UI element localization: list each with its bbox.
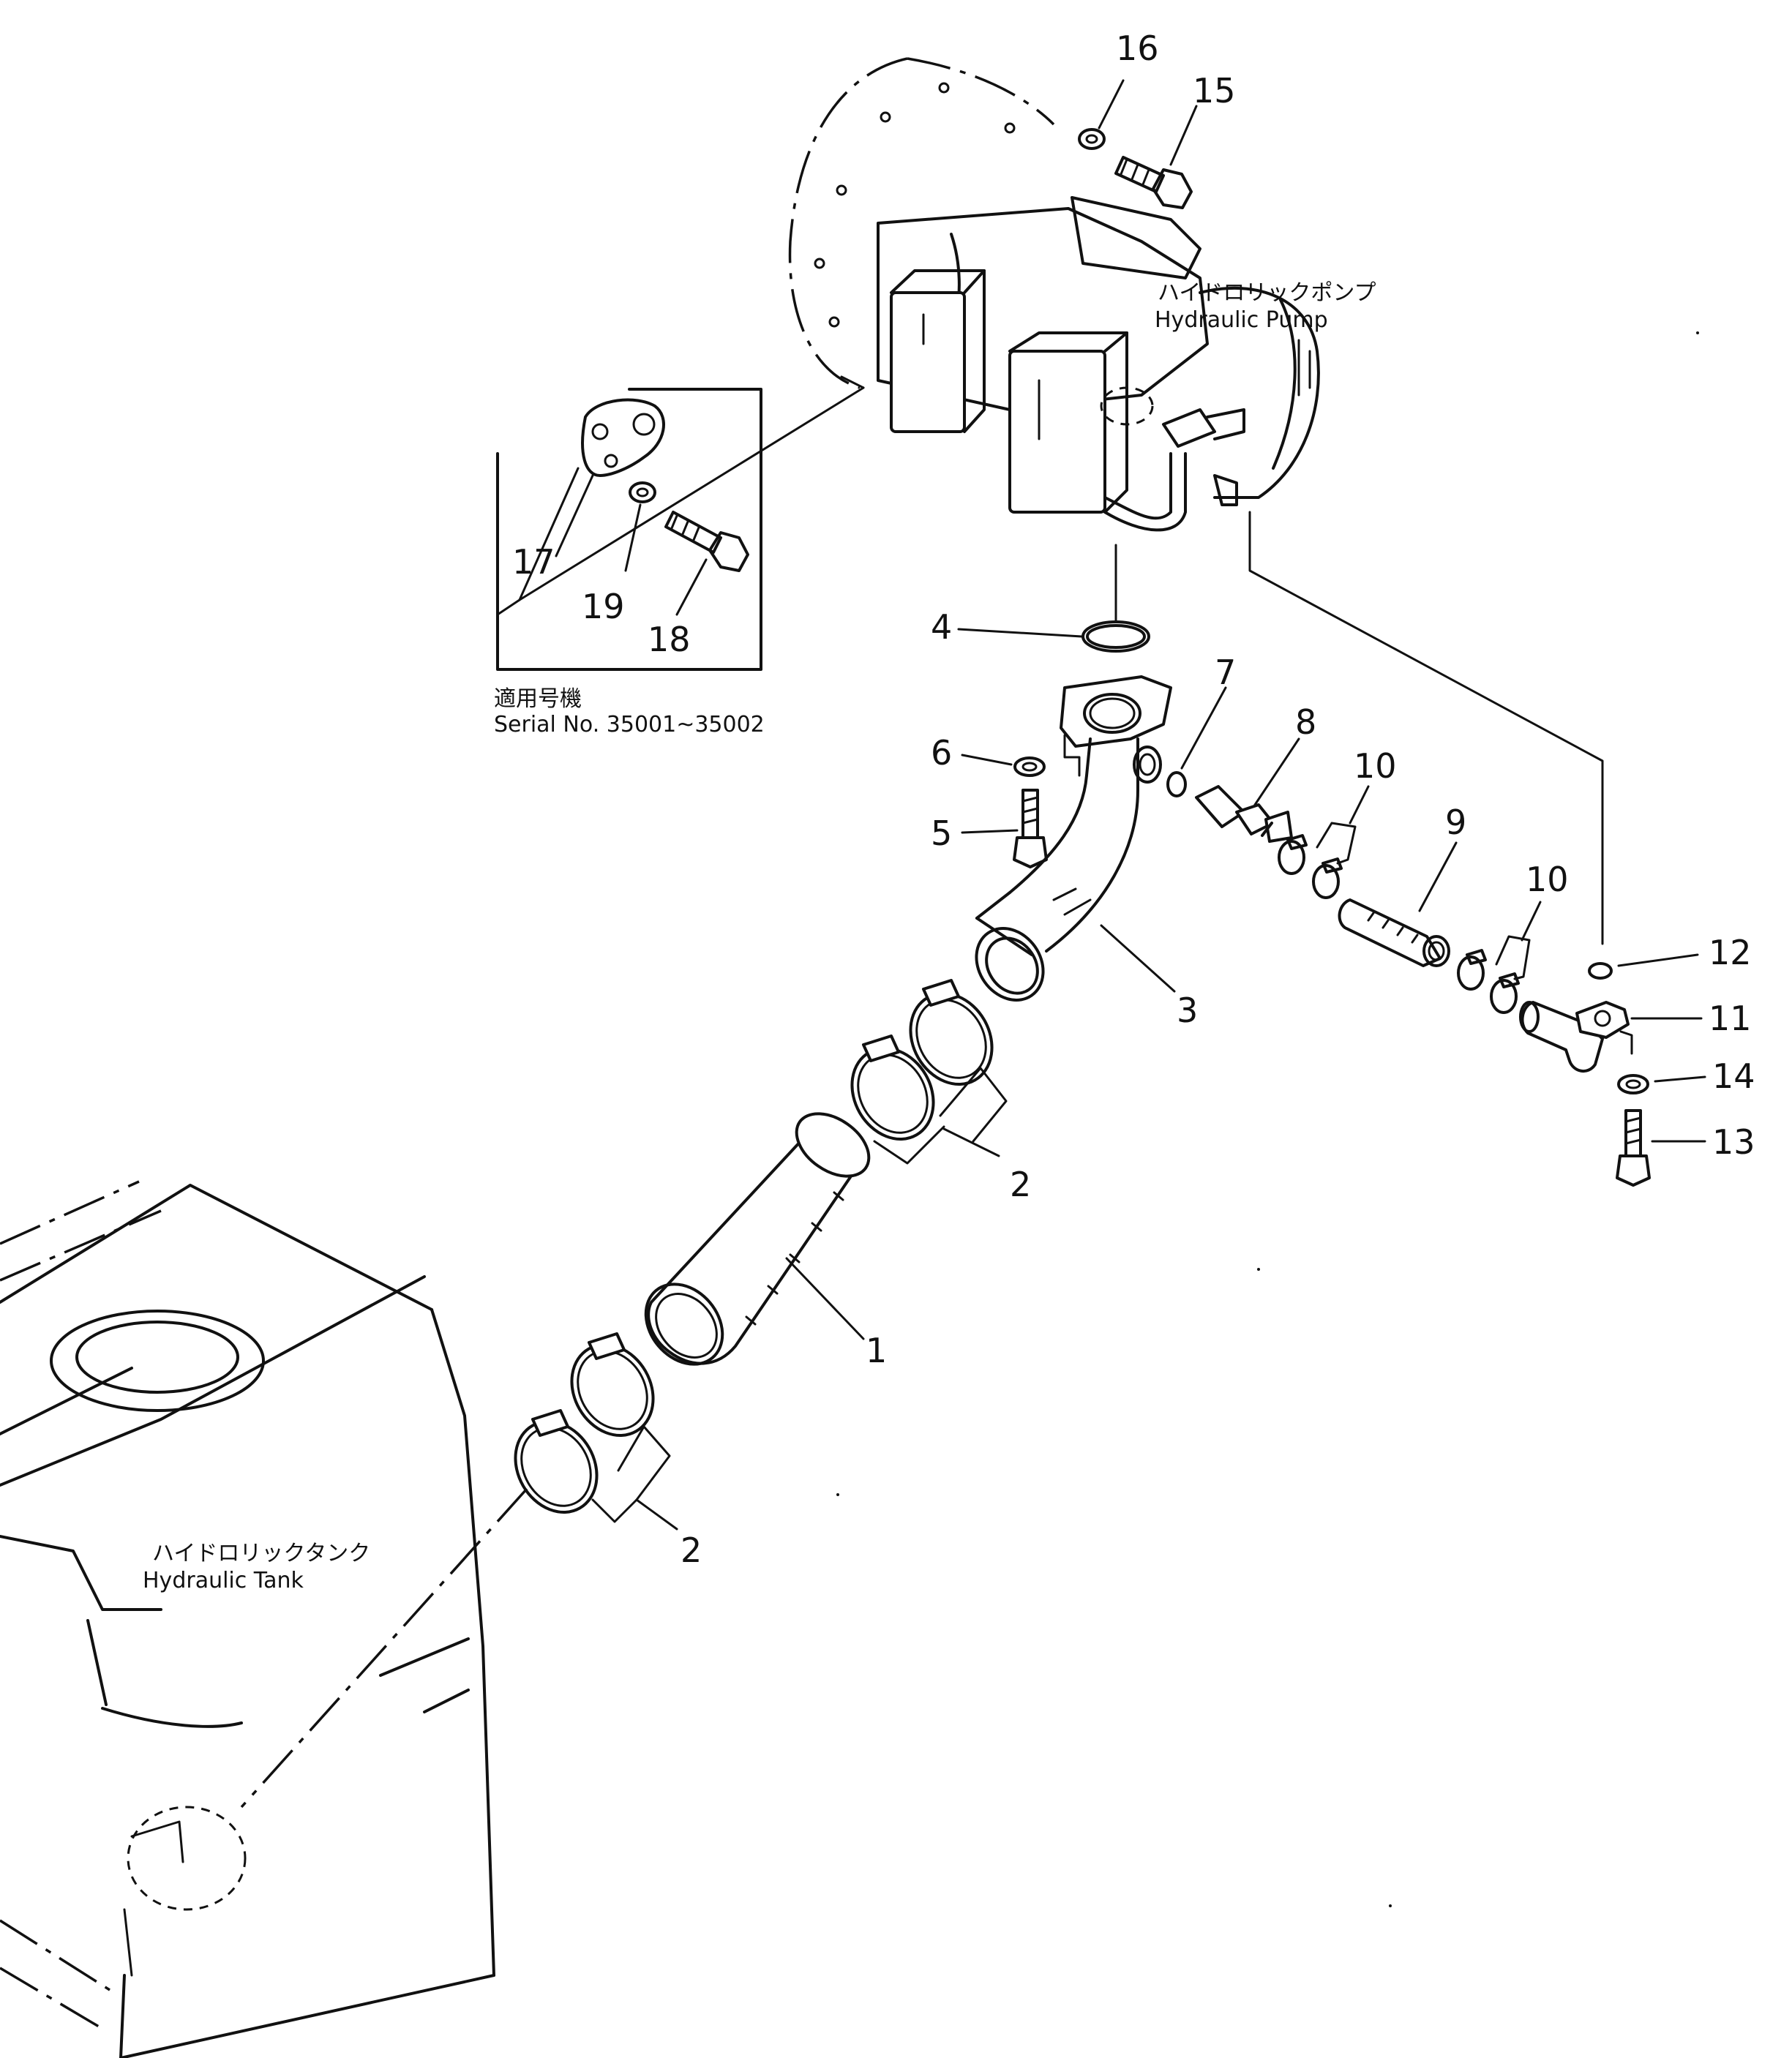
- callout-4: 4: [931, 607, 952, 647]
- part-9-hose: [1338, 898, 1450, 967]
- callout-14: 14: [1712, 1056, 1755, 1096]
- part-11-elbow: [1519, 1001, 1633, 1073]
- hydraulic-pump: [518, 57, 1604, 945]
- serial-inset-frame: [496, 388, 762, 671]
- part-14-washer: [1617, 1074, 1649, 1094]
- pump-label-en: Hydraulic Pump: [1155, 307, 1328, 333]
- tank-label-en: Hydraulic Tank: [143, 1568, 304, 1593]
- hydraulic-tank: [0, 1180, 528, 2058]
- callout-15: 15: [1193, 71, 1236, 110]
- callout-6: 6: [931, 733, 952, 773]
- callout-1: 1: [866, 1331, 887, 1370]
- tank-label-ja: ハイドロリックタンク: [152, 1541, 370, 1566]
- callout-12: 12: [1709, 933, 1752, 972]
- callout-2a: 2: [1010, 1165, 1031, 1204]
- callout-10a: 10: [1354, 746, 1397, 786]
- part-4-o-ring: [1081, 620, 1150, 653]
- part-15-bolt: [1114, 156, 1193, 209]
- callout-7: 7: [1215, 653, 1236, 692]
- callout-10b: 10: [1526, 860, 1569, 899]
- part-13-bolt: [1616, 1109, 1651, 1187]
- part-10-clamps-lower: [1457, 935, 1531, 1014]
- callout-5: 5: [931, 814, 952, 853]
- serial-label-ja: 適用号機: [494, 686, 582, 712]
- callout-8: 8: [1295, 702, 1316, 742]
- part-2-clamps-upper: [850, 979, 1008, 1165]
- callout-17: 17: [512, 542, 555, 582]
- part-5-bolt: [1013, 789, 1048, 868]
- callout-16: 16: [1116, 29, 1159, 68]
- part-6-washer: [1013, 756, 1046, 777]
- part-7-o-ring: [1166, 771, 1187, 797]
- callout-18: 18: [648, 620, 691, 659]
- part-3-elbow: [975, 675, 1172, 1002]
- part-2-clamps-lower: [514, 1332, 671, 1523]
- part-12-o-ring: [1588, 962, 1613, 980]
- part-1-hose: [644, 1112, 871, 1366]
- callout-2b: 2: [681, 1531, 702, 1570]
- callout-19: 19: [582, 587, 625, 626]
- pump-label-ja: ハイドロリックポンプ: [1158, 280, 1376, 306]
- serial-label-en: Serial No. 35001~35002: [494, 712, 765, 737]
- part-16-washer: [1078, 128, 1106, 150]
- part-8-fitting: [1195, 785, 1293, 843]
- part-10-clamps-upper: [1278, 822, 1357, 899]
- callout-9: 9: [1445, 803, 1466, 842]
- callout-11: 11: [1709, 999, 1752, 1038]
- callout-3: 3: [1177, 991, 1198, 1030]
- callout-13: 13: [1712, 1122, 1755, 1162]
